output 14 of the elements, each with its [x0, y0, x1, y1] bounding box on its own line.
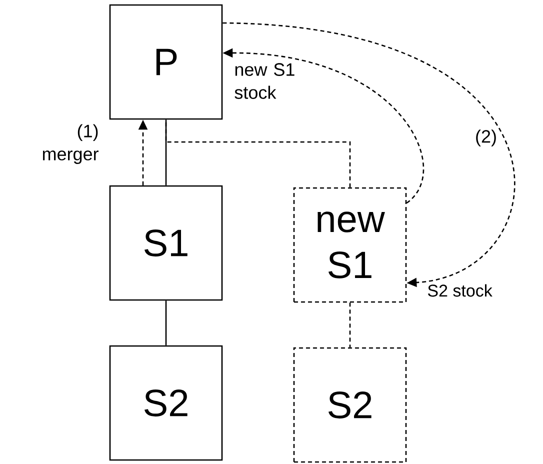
label: (2) [476, 130, 496, 146]
connector-line [349, 302, 351, 348]
connector-line [165, 300, 167, 346]
box: S2 [109, 345, 223, 461]
edge-label: (1) merger [42, 124, 98, 164]
arrow [222, 22, 516, 288]
box: S2 [293, 347, 407, 463]
connector-line [165, 120, 167, 186]
connector-line [165, 120, 351, 188]
edge-label: S2 stock [428, 284, 492, 297]
edge-label: new S1 stock [234, 63, 294, 99]
box: P [109, 4, 223, 120]
box: S1 [109, 185, 223, 301]
box: new S1 [293, 187, 407, 303]
